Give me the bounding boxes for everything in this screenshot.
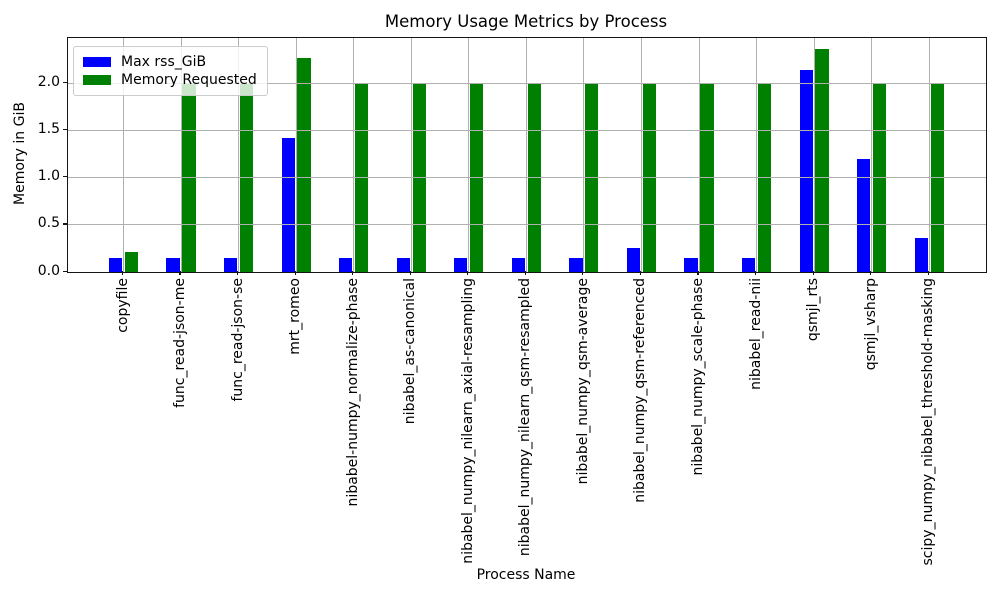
x-tick-mark xyxy=(121,271,124,275)
x-axis-label: Process Name xyxy=(476,567,576,583)
bar-max-rss-gib-8 xyxy=(511,257,526,272)
x-gridline xyxy=(238,38,240,272)
bar-max-rss-gib-5 xyxy=(339,257,353,272)
bar-max-rss-gib-6 xyxy=(396,257,410,272)
y-tick-label: 0.0 xyxy=(37,262,60,279)
x-tick-mark xyxy=(524,271,526,275)
x-tick-label: nibabel_numpy_scale-phase xyxy=(690,278,706,476)
x-tick-label: nibabel-numpy_normalize-phase xyxy=(344,278,361,507)
y-tick-mark xyxy=(63,128,67,131)
x-tick-label: func_read-json-se xyxy=(229,278,246,402)
x-tick-label: qsmjl_vsharp xyxy=(862,278,879,371)
x-tick-label: nibabel_read-nii xyxy=(747,278,764,390)
bar-memory-requested-4 xyxy=(297,57,311,272)
x-tick-mark xyxy=(237,271,239,275)
x-tick-label: nibabel_numpy_nilearn_axial-resampling xyxy=(459,278,476,564)
x-tick-mark xyxy=(409,271,411,275)
legend-swatch xyxy=(83,57,111,67)
x-gridline xyxy=(813,38,815,272)
y-gridline xyxy=(68,224,986,226)
x-tick-mark xyxy=(467,271,469,275)
bar-max-rss-gib-11 xyxy=(684,257,698,272)
x-gridline xyxy=(640,38,642,272)
x-gridline xyxy=(410,38,412,272)
x-tick-label: qsmjl_rts xyxy=(805,278,822,342)
y-tick-mark xyxy=(63,223,67,225)
x-tick-label: nibabel_as-canonical xyxy=(402,278,419,425)
x-tick-mark xyxy=(582,271,584,275)
bar-max-rss-gib-2 xyxy=(166,257,180,272)
bar-memory-requested-1 xyxy=(124,252,139,272)
plot-area: Max rss_GiB Memory Requested xyxy=(67,37,987,273)
legend: Max rss_GiB Memory Requested xyxy=(73,46,268,96)
y-tick-mark xyxy=(63,270,67,272)
bar-max-rss-gib-14 xyxy=(857,158,871,272)
x-gridline xyxy=(123,38,124,272)
bar-max-rss-gib-7 xyxy=(454,257,468,272)
legend-entry: Max rss_GiB xyxy=(83,54,257,70)
x-gridline xyxy=(583,38,585,272)
x-tick-label: func_read-json-me xyxy=(172,278,189,408)
bar-max-rss-gib-15 xyxy=(914,238,928,272)
x-tick-mark xyxy=(754,271,757,275)
x-tick-label: mrt_romeo xyxy=(287,278,304,355)
bar-max-rss-gib-12 xyxy=(741,257,756,272)
x-gridline xyxy=(756,38,758,272)
y-axis-label: Memory in GiB xyxy=(12,102,28,206)
x-tick-label: nibabel_numpy_qsm-average xyxy=(574,278,591,485)
x-tick-mark xyxy=(927,271,929,275)
x-tick-label: scipy_numpy_nibabel_threshold-masking xyxy=(920,278,937,566)
x-gridline xyxy=(871,38,873,272)
y-tick-label: 1.0 xyxy=(37,168,60,185)
x-gridline xyxy=(295,38,297,272)
x-gridline xyxy=(468,38,470,272)
bar-max-rss-gib-3 xyxy=(224,257,238,272)
x-tick-mark xyxy=(639,271,642,275)
x-tick-mark xyxy=(870,271,872,275)
y-tick-mark xyxy=(63,81,67,83)
x-tick-mark xyxy=(294,271,296,275)
legend-swatch xyxy=(83,75,111,85)
x-tick-mark xyxy=(812,271,814,275)
x-gridline xyxy=(353,38,355,272)
legend-entry: Memory Requested xyxy=(83,72,257,88)
x-gridline xyxy=(698,38,700,272)
bar-max-rss-gib-13 xyxy=(799,70,813,272)
bar-max-rss-gib-10 xyxy=(626,248,641,272)
x-gridline xyxy=(525,38,527,272)
x-gridline xyxy=(180,38,182,272)
y-tick-label: 1.5 xyxy=(37,120,60,137)
y-gridline xyxy=(68,129,986,131)
bar-max-rss-gib-4 xyxy=(281,138,295,272)
legend-label: Memory Requested xyxy=(121,72,257,88)
x-tick-label: nibabel_numpy_nilearn_qsm-resampled xyxy=(517,278,534,557)
legend-label: Max rss_GiB xyxy=(121,54,207,70)
y-tick-label: 2.0 xyxy=(37,73,60,90)
chart-title: Memory Usage Metrics by Process xyxy=(384,12,668,31)
bar-max-rss-gib-9 xyxy=(569,257,583,272)
bar-max-rss-gib-1 xyxy=(108,257,123,272)
y-tick-mark xyxy=(63,176,67,178)
x-gridline xyxy=(928,38,930,272)
x-tick-mark xyxy=(179,271,181,275)
x-tick-label: nibabel_numpy_qsm-referenced xyxy=(632,278,649,503)
x-tick-mark xyxy=(697,271,699,275)
bar-memory-requested-13 xyxy=(815,49,829,272)
x-tick-label: copyfile xyxy=(114,278,131,333)
y-tick-label: 0.5 xyxy=(37,215,60,232)
y-gridline xyxy=(68,177,986,179)
y-gridline xyxy=(68,82,986,84)
x-tick-mark xyxy=(352,271,354,275)
